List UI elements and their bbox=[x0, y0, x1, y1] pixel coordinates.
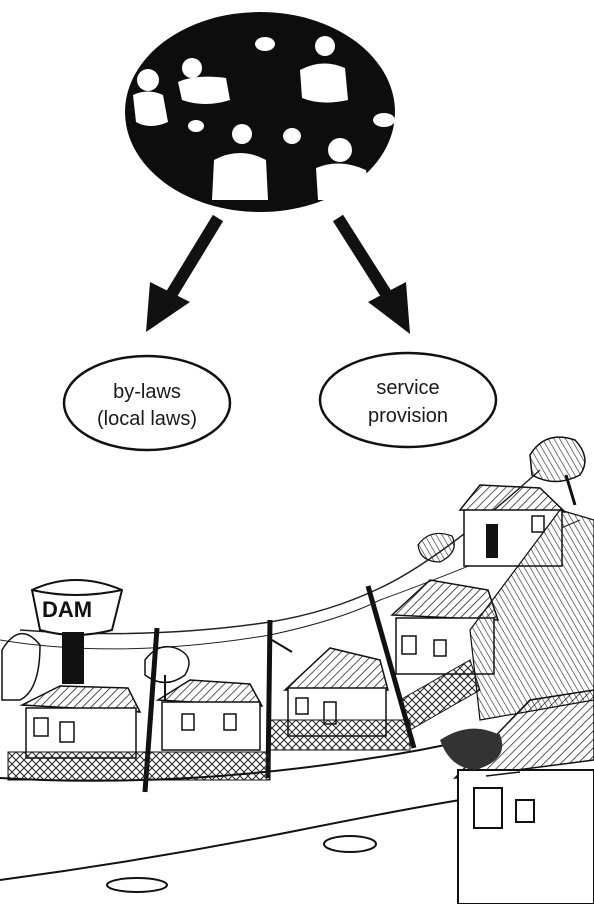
council-dot bbox=[283, 128, 301, 144]
service-line-1: service bbox=[376, 377, 439, 399]
water-tower: DAM bbox=[32, 580, 122, 684]
house bbox=[22, 686, 140, 758]
tower-sign: DAM bbox=[42, 597, 92, 622]
arrow-to-bylaws bbox=[146, 218, 218, 332]
service-oval bbox=[320, 353, 496, 447]
town-illustration: DAM bbox=[0, 437, 594, 904]
council-dot bbox=[373, 113, 395, 127]
service-line-2: provision bbox=[368, 405, 448, 427]
road-edge bbox=[0, 800, 460, 880]
manhole bbox=[324, 836, 376, 852]
shrub bbox=[418, 533, 454, 562]
house bbox=[158, 680, 262, 750]
manhole bbox=[107, 878, 167, 892]
council-group bbox=[125, 12, 395, 212]
council-dot bbox=[255, 37, 275, 51]
fence bbox=[270, 720, 410, 750]
bylaws-line-2: (local laws) bbox=[97, 408, 197, 430]
bylaws-node: by-laws (local laws) bbox=[64, 356, 230, 450]
bylaws-line-1: by-laws bbox=[113, 381, 181, 403]
bylaws-oval bbox=[64, 356, 230, 450]
service-node: service provision bbox=[320, 353, 496, 447]
shop-building bbox=[455, 690, 594, 904]
arrow-to-service bbox=[338, 218, 410, 334]
council-dot bbox=[188, 120, 204, 132]
